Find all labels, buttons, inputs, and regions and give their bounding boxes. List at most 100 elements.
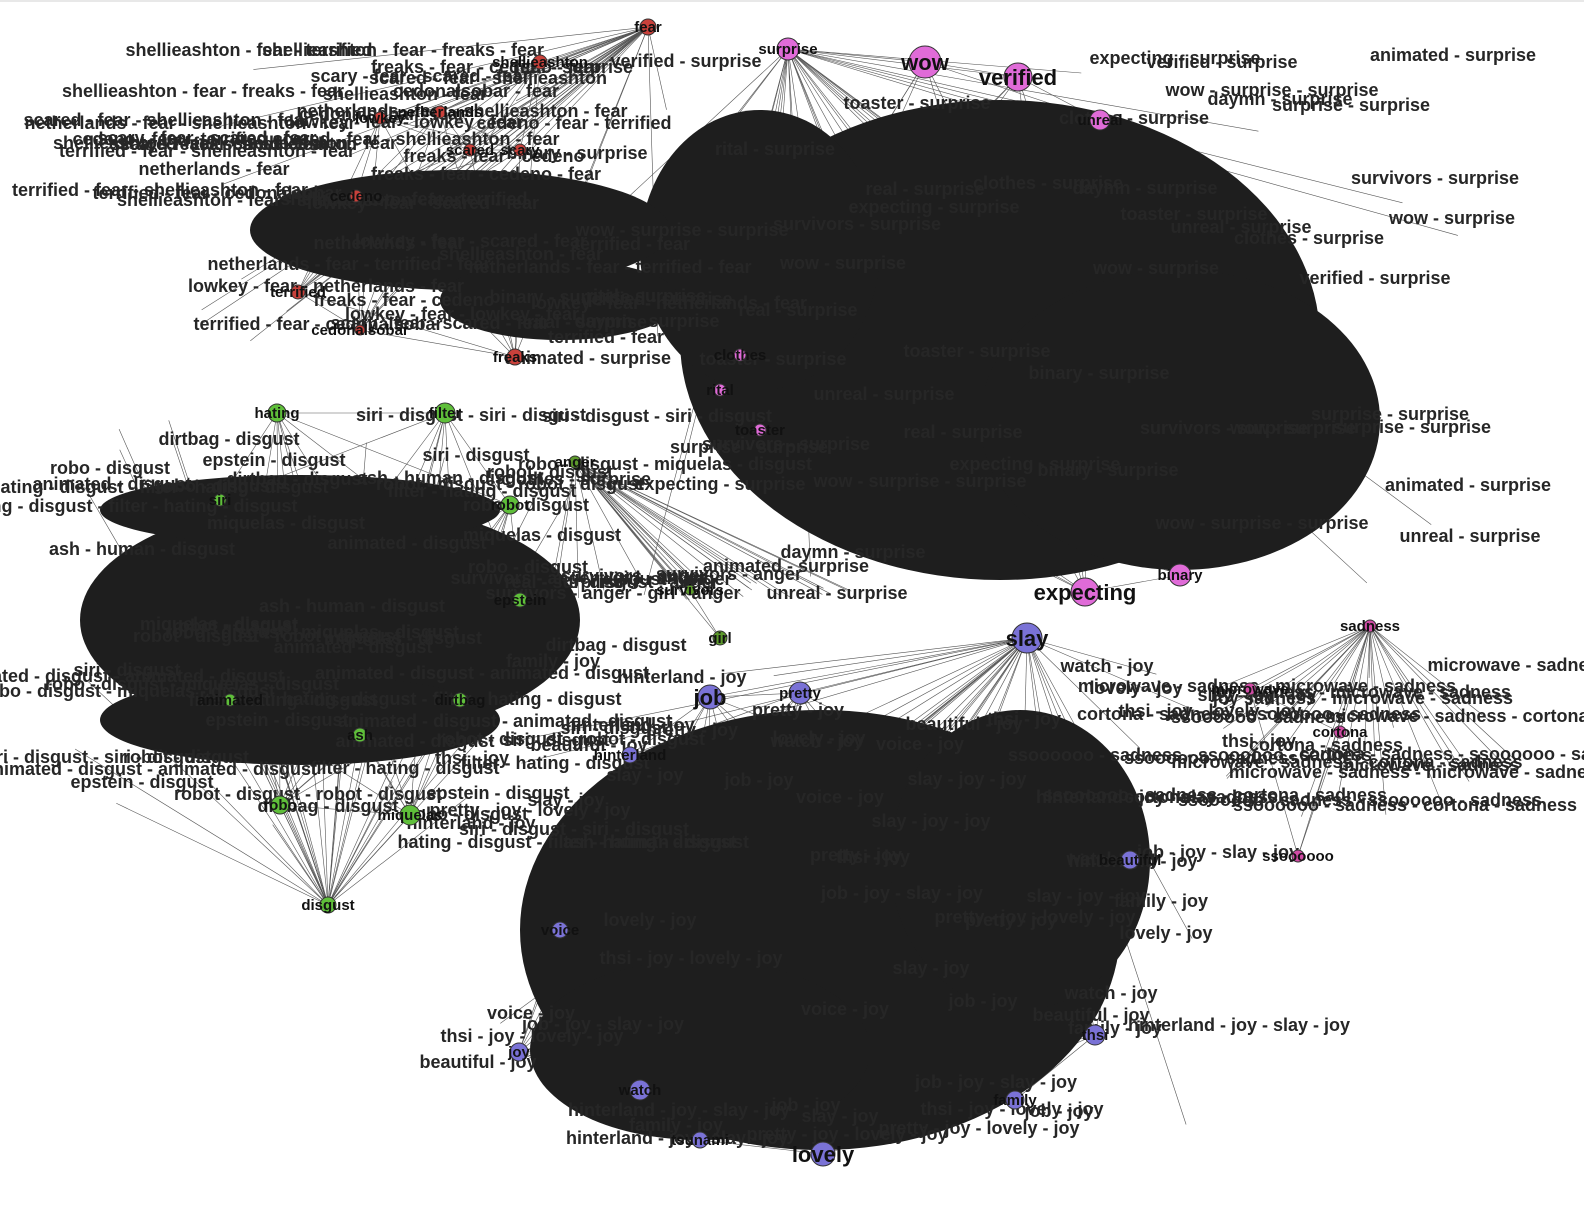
edge-label-disgust-50: siri - disgust - siri - disgust (356, 405, 586, 425)
node-label-dirtbag: dirtbag (435, 692, 486, 709)
edge-label-surprise-7: rital - surprise (527, 312, 647, 332)
edge-label-disgust-55: robo - disgust (468, 557, 588, 577)
node-label-watch: watch (618, 1082, 662, 1099)
edge-label-joy-17: slay - joy - joy (871, 811, 990, 831)
edge-label-joy-35: slay - joy (801, 1106, 878, 1126)
node-job (697, 684, 723, 710)
edge-label-surprise-8: toaster - surprise (903, 341, 1050, 361)
edge-fan-fear-20 (346, 26, 649, 157)
edge-fan-anger-12 (574, 461, 682, 582)
node-label-miquelas: miquelas (377, 807, 442, 824)
edge-label-disgust-29: robot - disgust (123, 747, 249, 767)
edge-label-sadness-11: microwave - sadness - microwave - sadnes… (1078, 676, 1456, 696)
edge-label-sadness-0: microwave - sadness (1338, 755, 1519, 775)
label-overlap-mass-7 (100, 475, 500, 545)
edge-label-anger-2: disgust - anger (602, 569, 731, 589)
edge-label-surprise-23: clothes - surprise (973, 173, 1123, 193)
edge-label-surprise-27: survivors - surprise (702, 434, 870, 454)
node-sadness (1363, 619, 1377, 633)
edge-fan-disgust-3 (207, 781, 329, 906)
edge-label-disgust-13: robo - disgust (156, 476, 276, 496)
edge-label-joy-15: job - joy - slay - joy (521, 1014, 684, 1034)
edge-label-fear-29: scared - fear - shellieashton (119, 134, 357, 154)
edge-fan-fear-1 (221, 26, 649, 127)
edge-label-fear-6: terrified - fear - shellieashton - fear (12, 180, 308, 200)
edge-label-joy-24: family - joy (1114, 891, 1208, 911)
edge-label-fear-21: shellieashton - fear (439, 244, 603, 264)
edge-fan-sadness-5 (1369, 625, 1457, 777)
node-lovely (810, 1141, 836, 1167)
node-robo (270, 795, 290, 815)
edge-label-disgust-20: robot - disgust - robot - disgust (133, 626, 401, 646)
edge-fan-fear-8 (515, 26, 649, 102)
node-animated (223, 693, 237, 707)
edge-label-fear-28: shellieashton - fear - freaks - fear (62, 81, 344, 101)
edge-label-fear-39: freaks - fear - cedeno (313, 290, 494, 310)
edge-fan-sadness-14 (1369, 625, 1394, 728)
edge-fan-anger-24 (574, 461, 848, 591)
edge-fear-5-7 (379, 117, 521, 151)
edge-label-surprise-33: binary - surprise (506, 143, 647, 163)
edge-label-joy-40: watch - joy (1059, 656, 1153, 676)
edge-fan-sadness-0 (1226, 625, 1371, 779)
edge-label-surprise-10: real - surprise (903, 422, 1022, 442)
edge-fan-sadness-15 (1210, 625, 1371, 692)
edge-label-disgust-48: robot - disgust - robot - disgust (376, 474, 644, 494)
edge-label-surprise-0: wow - surprise (1229, 418, 1356, 438)
node-label-sadness: sadness (1340, 618, 1400, 635)
edge-label-surprise-30: verified - surprise (610, 51, 761, 71)
edge-label-sadness-15: ssoooooo - sadness (1124, 748, 1298, 768)
edge-label-fear-11: lowkey - fear - netherlands - fear (531, 293, 807, 313)
edge-label-disgust-15: robot - disgust (172, 616, 298, 636)
node-label-girl: girl (708, 630, 731, 647)
nodes-layer (213, 18, 1377, 1167)
edge-surprise-0-2 (787, 48, 1019, 78)
edge-label-surprise-41: survivors - surprise (1140, 418, 1308, 438)
label-overlap-mass-5 (890, 710, 1150, 1010)
edge-label-disgust-1: robot - disgust (463, 495, 589, 515)
edge-label-joy-52: beautiful - joy (906, 714, 1023, 734)
node-ash (352, 727, 368, 743)
edge-fan-fear-3 (201, 26, 649, 311)
edge-label-fear-9: scary - fear - scared - fear (97, 128, 316, 148)
edge-label-fear-37: cedeno - fear - terrified (476, 113, 671, 133)
edge-label-disgust-26: miquelas - disgust (140, 614, 298, 634)
edge-label-joy-47: slay - joy - joy (1026, 886, 1145, 906)
node-label-rital: rital (706, 382, 734, 399)
edge-label-surprise-44: verified - surprise (1146, 52, 1297, 72)
edge-label-surprise-26: animated - surprise (703, 556, 869, 576)
edge-label-surprise-9: clothes - surprise (501, 469, 651, 489)
edge-label-fear-18: freaks - fear - cedeno (403, 146, 584, 166)
node-labels-layer: fearshellieashtonfreaksterrifiednetherla… (197, 19, 1400, 1167)
edge-label-disgust-42: hating - disgust - filter - hating - dis… (0, 496, 297, 516)
edge-label-fear-14: netherlands - fear - terrified - fear (468, 257, 751, 277)
node-label-filter: filter (429, 405, 462, 422)
edge-fan-anger-3 (574, 461, 579, 598)
edge-label-fear-36: lowkey - fear - lowkey - fear (289, 112, 523, 132)
node-ssoooooo (1291, 849, 1305, 863)
edge-label-disgust-17: filter - hating - disgust (388, 481, 577, 501)
node-cedonalsobar (354, 324, 366, 336)
edge-label-surprise-34: unreal - surprise (766, 583, 907, 603)
edge-label-anger-3: survivors - anger (656, 564, 802, 584)
node-label-disgust: disgust (301, 897, 354, 914)
node-label-voice: voice (541, 922, 579, 939)
node-voice (551, 921, 569, 939)
edge-fan-disgust-18 (327, 741, 342, 906)
edge-fan-disgust-22 (116, 802, 329, 906)
edge-label-disgust-4: animated - disgust (327, 533, 486, 553)
edge-label-sadness-16: cortona - sadness - ssoooooo - sadness (1299, 744, 1584, 764)
edge-label-fear-22: scared - fear - shellieashton - fear (23, 110, 310, 130)
node-terrified (290, 284, 306, 300)
edge-label-disgust-9: robo - disgust - miquelas - disgust (518, 454, 812, 474)
edge-label-joy-1: hinterland - joy (565, 715, 694, 735)
node-label-lovely: lovely (792, 1142, 855, 1167)
edge-label-disgust-12: miquelas - disgust (207, 513, 365, 533)
edge-label-disgust-0: hating - disgust - filter - hating - dis… (398, 832, 737, 852)
edge-label-surprise-1: surprise - surprise (670, 437, 828, 457)
edge-label-fear-20: cedonalsobar - fear (393, 81, 559, 101)
edge-label-fear-1: scared - fear - shellieashton - fear (272, 129, 559, 149)
edge-joy-3-4 (709, 692, 801, 698)
edge-label-joy-37: beautiful - joy (420, 1052, 537, 1072)
